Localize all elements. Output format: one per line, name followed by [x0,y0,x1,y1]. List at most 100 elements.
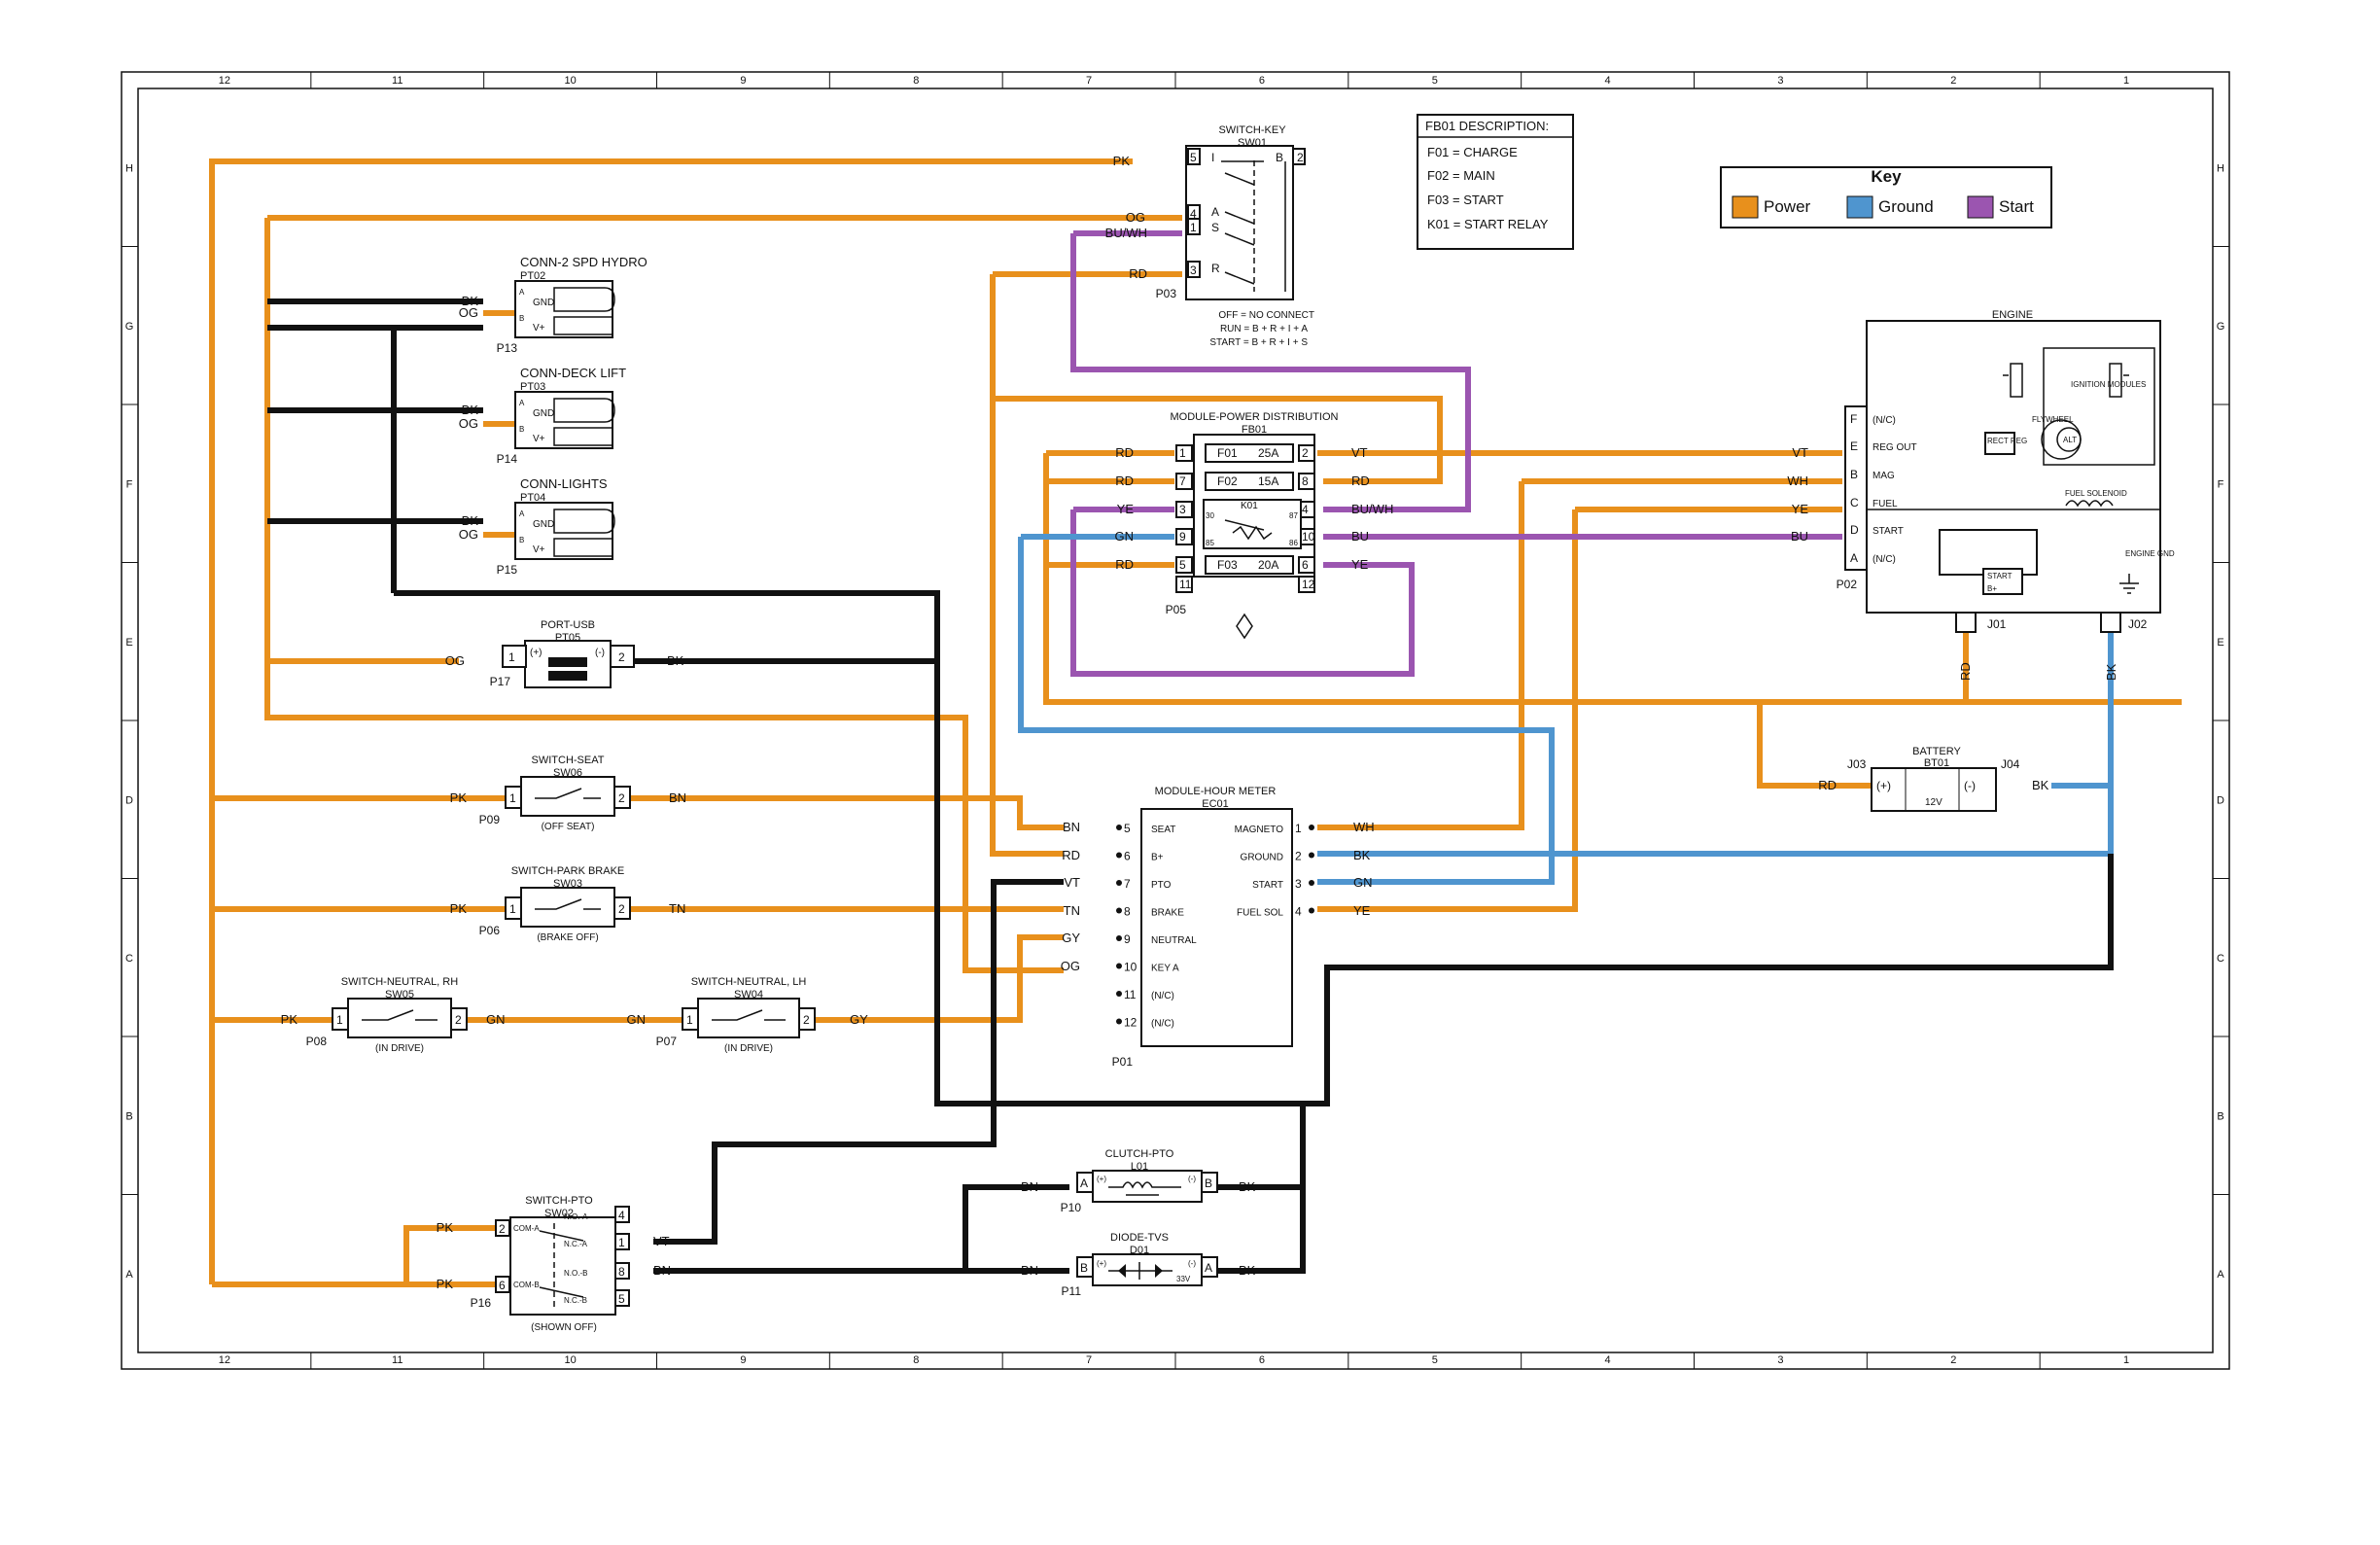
svg-text:P06: P06 [479,924,501,937]
wire-color-label: GY [1062,931,1080,945]
hm-left-pin: 9 [1124,932,1131,946]
svg-text:F02: F02 [1217,474,1238,488]
pdm-title: MODULE-POWER DISTRIBUTION [1171,411,1339,423]
hm-right-name: FUEL SOL [1237,908,1283,919]
engine-pin: C [1850,496,1859,509]
wire-ye-fuelsol [1317,509,1578,912]
legend-ground-swatch [1846,195,1873,219]
hm-left-name: SEAT [1151,825,1175,835]
grid-row-label: H [2217,162,2224,174]
hm-left-name: NEUTRAL [1151,935,1197,946]
svg-text:PT04: PT04 [520,492,545,504]
svg-text:20A: 20A [1258,558,1278,572]
svg-text:1: 1 [509,791,516,805]
hour-meter-title: MODULE-HOUR METER [1155,786,1277,797]
hm-left-pin: 8 [1124,905,1131,919]
wire-color-label: PK [450,790,468,805]
svg-text:A: A [1205,1261,1212,1275]
svg-text:85: 85 [1206,539,1214,547]
wire-color-label: OG [1061,959,1080,973]
engine-pin: E [1850,439,1858,453]
engine-pin-name: (N/C) [1872,415,1896,426]
grid-col-label: 7 [1086,1354,1092,1366]
engine-pin-name: FUEL [1872,499,1898,509]
svg-text:START: START [1987,572,2012,580]
switch-contact-icon [535,898,601,910]
grid-col-label: 9 [740,1354,746,1366]
hm-left-pin: 10 [1124,961,1138,974]
wire-pk-pto2 [403,1225,496,1284]
svg-text:P07: P07 [656,1035,678,1048]
svg-text:GND: GND [533,298,554,308]
wire-color-label: WH [1787,474,1808,488]
wire-color-label: YE [1792,502,1809,516]
switch-key: SWITCH-KEY SW01 5 4 1 3 2 I A S R B P03 … [1156,124,1314,348]
grid-row-label: A [2217,1269,2224,1281]
wire-color-label: OG [459,527,478,542]
svg-text:(-): (-) [1188,1259,1196,1268]
grid-col-label: 6 [1259,1354,1265,1366]
key-state-start: START = B + R + I + S [1209,337,1308,348]
wire-og-key-a [264,218,1064,973]
svg-text:K01: K01 [1241,501,1258,511]
wire-color-label: BK [462,513,479,528]
svg-text:CONN-2 SPD HYDRO: CONN-2 SPD HYDRO [520,255,648,269]
flywheel-label: FLYWHEEL [2032,415,2074,424]
svg-text:COM-A: COM-A [513,1224,540,1233]
svg-text:CLUTCH-PTO: CLUTCH-PTO [1105,1148,1174,1160]
grid-row-label: H [125,162,133,174]
grid-col-label: 3 [1777,1354,1783,1366]
svg-text:5: 5 [1190,151,1197,164]
pdm-right-pin: 12 [1302,578,1315,591]
wire-buwh [1070,233,1471,512]
wire-color-label: BK [667,653,684,668]
engine-pin: B [1850,468,1858,481]
pdm-left-pin: 7 [1179,474,1186,488]
wire-color-label: TN [1064,903,1080,918]
hm-right-pin: 2 [1295,850,1302,863]
svg-text:A: A [519,399,525,407]
engine-pin-name: START [1872,526,1904,537]
svg-text:(OFF SEAT): (OFF SEAT) [542,822,595,832]
svg-text:87: 87 [1289,511,1298,520]
pdm-id: FB01 [1242,424,1267,436]
engine-pin-name: (N/C) [1872,554,1896,565]
svg-text:1: 1 [336,1013,343,1027]
svg-text:B+: B+ [1987,584,1997,593]
wire-bk-ground [1317,783,2114,857]
grid-col-label: 6 [1259,75,1265,87]
wire-color-label: PK [450,901,468,916]
wire-color-label: GN [627,1012,647,1027]
svg-text:A: A [519,509,525,518]
hm-left-pin: 12 [1124,1016,1138,1030]
clutch-pto: CLUTCH-PTO L01 A B (+) (-) P10 [1061,1148,1218,1214]
grid-col-label: 12 [219,75,230,87]
svg-text:J03: J03 [1847,757,1867,771]
switch-contact-icon [535,788,601,799]
grid-col-label: 2 [1950,1354,1956,1366]
svg-text:P10: P10 [1061,1201,1082,1214]
svg-text:F03: F03 [1217,558,1238,572]
hm-left-name: BRAKE [1151,908,1184,919]
wire-color-label: BN [669,790,686,805]
grid-col-label: 4 [1605,1354,1611,1366]
svg-text:2: 2 [618,902,625,916]
grid-row-label: B [125,1110,132,1122]
wire-rd-pdm8 [993,396,1443,484]
pdm-conn: P05 [1166,603,1187,616]
svg-text:(-): (-) [1188,1175,1196,1183]
wire-color-label: BK [2104,663,2118,681]
wire-color-label: OG [1126,210,1145,225]
switch-key-title: SWITCH-KEY [1218,124,1286,136]
svg-text:B: B [1080,1261,1088,1275]
grid-col-label: 1 [2123,75,2129,87]
grid-row-label: B [2217,1110,2223,1122]
grid-col-label: 1 [2123,1354,2129,1366]
svg-text:BT01: BT01 [1924,757,1949,769]
grid-col-label: 5 [1432,1354,1438,1366]
svg-text:2: 2 [618,650,625,664]
svg-text:(+): (+) [1097,1175,1106,1183]
switch-key-conn: P03 [1156,287,1177,300]
pdm-left-pin: 1 [1179,446,1186,460]
